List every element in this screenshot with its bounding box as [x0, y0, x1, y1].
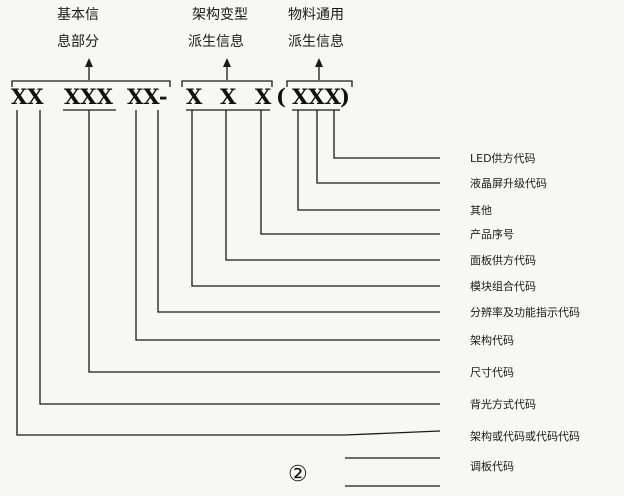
field-label-module-combo: 模块组合代码: [470, 279, 536, 293]
leader-product-serial: [260, 110, 440, 235]
header-arch-line2: 派生信息: [188, 33, 244, 50]
code-part-basic-2: XXX: [64, 84, 114, 109]
code-part-arch-3: X: [255, 84, 272, 109]
header-material-line1: 物料通用: [288, 7, 344, 23]
leader-led-supplier: [333, 110, 440, 159]
field-label-resolution: 分辨率及功能指示代码: [470, 305, 580, 319]
code-part-material: XXX: [292, 84, 342, 109]
field-label-architecture: 架构代码: [470, 333, 514, 347]
field-label-other: 其他: [470, 204, 492, 217]
leader-other: [297, 110, 440, 211]
leader-lcd-upgrade: [316, 110, 440, 184]
field-label-board: 调板代码: [470, 459, 514, 473]
code-paren-close: ): [340, 84, 350, 109]
leader-backlight: [39, 110, 440, 405]
field-label-product-serial: 产品序号: [470, 227, 514, 241]
arrow-up-icon: [315, 58, 323, 80]
header-basic-line1: 基本信: [57, 6, 99, 23]
leader-architecture: [135, 110, 440, 341]
group-bracket: [181, 80, 273, 87]
group-bracket: [11, 80, 171, 87]
leader-resolution: [157, 110, 440, 313]
code-part-arch-1: X: [186, 84, 203, 109]
field-label-size: 尺寸代码: [470, 365, 514, 379]
arrow-up-icon: [223, 58, 231, 80]
leader-arch-code: [16, 110, 441, 436]
header-material-line2: 派生信息: [288, 33, 344, 50]
leader-size: [88, 110, 440, 373]
code-part-basic-1: XX: [11, 84, 44, 109]
code-part-basic-3: XX-: [127, 84, 168, 109]
field-label-lcd-upgrade: 液晶屏升级代码: [470, 176, 547, 190]
group-bracket: [286, 80, 353, 87]
field-label-backlight: 背光方式代码: [470, 397, 536, 411]
arrow-up-icon: [85, 58, 93, 80]
field-label-panel-supplier: 面板供方代码: [470, 253, 536, 267]
leader-module-combo: [191, 110, 440, 287]
code-part-arch-2: X: [220, 84, 237, 109]
field-label-arch-code: 架构或代码或代码代码: [470, 429, 580, 443]
header-basic-line2: 息部分: [57, 33, 99, 50]
code-paren-open: (: [276, 84, 286, 109]
figure-number: ②: [288, 462, 308, 487]
header-arch-line1: 架构变型: [192, 7, 248, 23]
leader-panel-supplier: [225, 110, 440, 261]
field-label-led-supplier: LED供方代码: [470, 151, 536, 165]
